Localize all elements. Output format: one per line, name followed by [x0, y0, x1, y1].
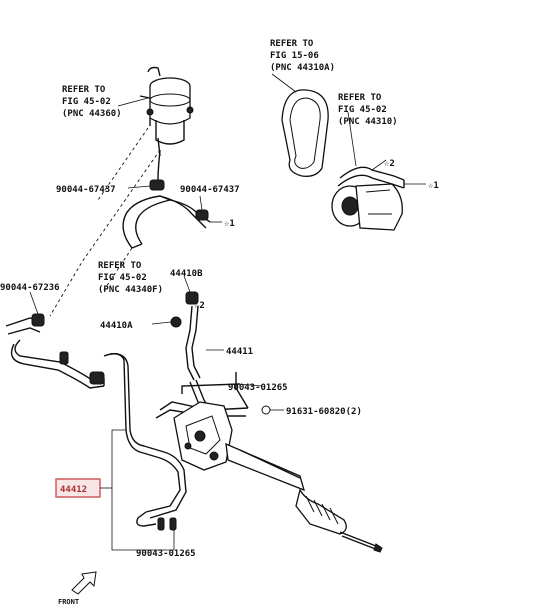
pressure-tube-label: 44411: [226, 347, 253, 357]
ref-reservoir-line1: REFER TO: [62, 85, 106, 95]
ref-hose-line1: REFER TO: [98, 261, 142, 271]
ref-vbelt-line1: REFER TO: [270, 39, 314, 49]
reservoir-hose-group: [122, 149, 222, 249]
front-label: FRONT: [58, 598, 79, 606]
ref-pump-line2: FIG 45-02: [338, 105, 387, 115]
clamp-right-reservoir-shape: [195, 209, 209, 221]
tube-assembly: [103, 353, 249, 551]
dashed-leader-reservoir-b: [97, 127, 149, 201]
reservoir-tank: [139, 66, 194, 157]
pressure-hose: [151, 275, 201, 381]
plug-label: 91631-60820(2): [286, 407, 362, 417]
ref-pump-line1: REFER TO: [338, 93, 382, 103]
ref-vbelt-line3: (PNC 44310A): [270, 63, 335, 73]
clamp-right-reservoir-label: 90044-67437: [180, 185, 240, 195]
union-bolt-lower-label: 44410A: [100, 321, 133, 331]
gasket-upper-label: 90043-01265: [228, 383, 288, 393]
power-steering-pump: [331, 111, 426, 231]
clamp-left-return-label: 90044-67236: [0, 283, 60, 293]
star2-pump: ☆2: [384, 159, 395, 169]
ref-hose-line3: (PNC 44340F): [98, 285, 163, 295]
gasket-lower-label: 90043-01265: [136, 549, 196, 559]
v-belt: [271, 73, 329, 177]
steering-gear-housing: [173, 401, 383, 553]
front-arrow-icon: [71, 571, 97, 595]
union-bolt-upper-label: 44410B: [170, 269, 203, 279]
plug-marker: [261, 405, 271, 415]
ref-pump-line3: (PNC 44310): [338, 117, 398, 127]
star1-hose: ☆1: [224, 219, 235, 229]
clamp-left-reservoir-label: 90044-67437: [56, 185, 116, 195]
dashed-leader-hose: [103, 247, 133, 291]
star2-bolt: ☆2: [194, 301, 205, 311]
ref-reservoir-line3: (PNC 44360): [62, 109, 122, 119]
left-return-hose: [5, 313, 105, 389]
ref-vbelt-line2: FIG 15-06: [270, 51, 319, 61]
star1-pump: ☆1: [428, 181, 439, 191]
return-tube-label[interactable]: 44412: [60, 485, 87, 495]
clamp-left-reservoir-shape: [149, 179, 165, 191]
ref-reservoir-line2: FIG 45-02: [62, 97, 111, 107]
ref-hose-line2: FIG 45-02: [98, 273, 147, 283]
